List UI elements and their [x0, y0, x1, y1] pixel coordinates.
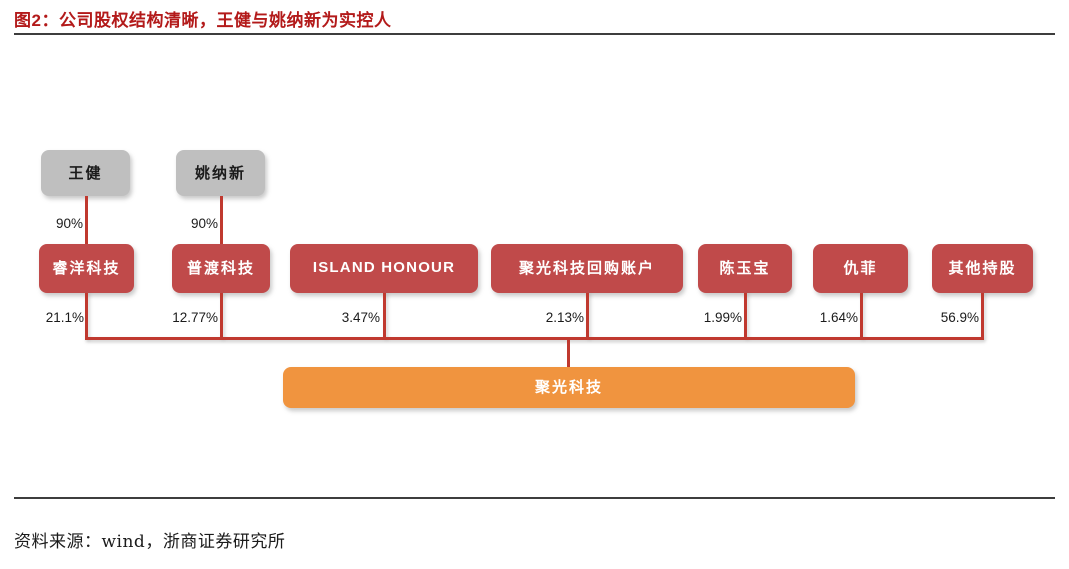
- pct-island-honour: 3.47%: [341, 310, 380, 325]
- connector-qiufei-bus: [860, 293, 863, 340]
- connector-pudu-bus: [220, 293, 223, 340]
- connector-island-honour-bus: [383, 293, 386, 340]
- connector-yaonaxin-pudu: [220, 196, 223, 244]
- connector-bus-company: [567, 337, 570, 368]
- shareholder-box-island-honour[interactable]: ISLAND HONOUR: [290, 244, 478, 293]
- shareholder-box-chenyubao[interactable]: 陈玉宝: [698, 244, 792, 293]
- pct-qiufei: 1.64%: [819, 310, 858, 325]
- shareholder-box-qiufei[interactable]: 仇菲: [813, 244, 908, 293]
- shareholder-name: ISLAND HONOUR: [312, 259, 456, 277]
- pct-yaonaxin-pudu: 90%: [190, 216, 218, 231]
- pct-wangjian-ruiyang: 90%: [55, 216, 83, 231]
- company-name: 聚光科技: [534, 378, 603, 397]
- shareholder-box-ruiyang-keji[interactable]: 睿洋科技: [39, 244, 134, 293]
- ownership-bus-line: [85, 337, 984, 340]
- pct-chenyubao: 1.99%: [703, 310, 742, 325]
- footer-divider: [14, 497, 1055, 499]
- pct-other-holdings: 56.9%: [940, 310, 979, 325]
- shareholder-name: 聚光科技回购账户: [518, 259, 655, 278]
- title-divider: [14, 33, 1055, 35]
- connector-wangjian-ruiyang: [85, 196, 88, 244]
- connector-other-bus: [981, 293, 984, 340]
- ownership-structure-diagram: 王健 姚纳新 90% 90% 睿洋科技 普渡科技 ISLAND HONOUR 聚…: [0, 40, 1069, 480]
- connector-buyback-bus: [586, 293, 589, 340]
- shareholder-name: 仇菲: [843, 259, 878, 278]
- shareholder-box-other-holdings[interactable]: 其他持股: [932, 244, 1033, 293]
- company-box-juguang-keji[interactable]: 聚光科技: [283, 367, 855, 408]
- shareholder-box-pudu-keji[interactable]: 普渡科技: [172, 244, 270, 293]
- figure-title: 图2：公司股权结构清晰，王健与姚纳新为实控人: [14, 11, 392, 30]
- connector-ruiyang-bus: [85, 293, 88, 340]
- shareholder-name: 睿洋科技: [52, 259, 121, 278]
- pct-pudu: 12.77%: [172, 310, 218, 325]
- person-name: 王健: [68, 163, 103, 182]
- person-box-wangjian[interactable]: 王健: [41, 150, 130, 196]
- person-box-yaonaxin[interactable]: 姚纳新: [176, 150, 265, 196]
- pct-buyback-account: 2.13%: [545, 310, 584, 325]
- source-note: 资料来源：wind，浙商证券研究所: [14, 532, 286, 552]
- connector-chenyubao-bus: [744, 293, 747, 340]
- shareholder-name: 其他持股: [948, 259, 1017, 278]
- shareholder-name: 普渡科技: [186, 259, 255, 278]
- shareholder-box-juguang-buyback-account[interactable]: 聚光科技回购账户: [491, 244, 683, 293]
- shareholder-name: 陈玉宝: [719, 259, 771, 278]
- pct-ruiyang: 21.1%: [45, 310, 84, 325]
- person-name: 姚纳新: [194, 163, 246, 182]
